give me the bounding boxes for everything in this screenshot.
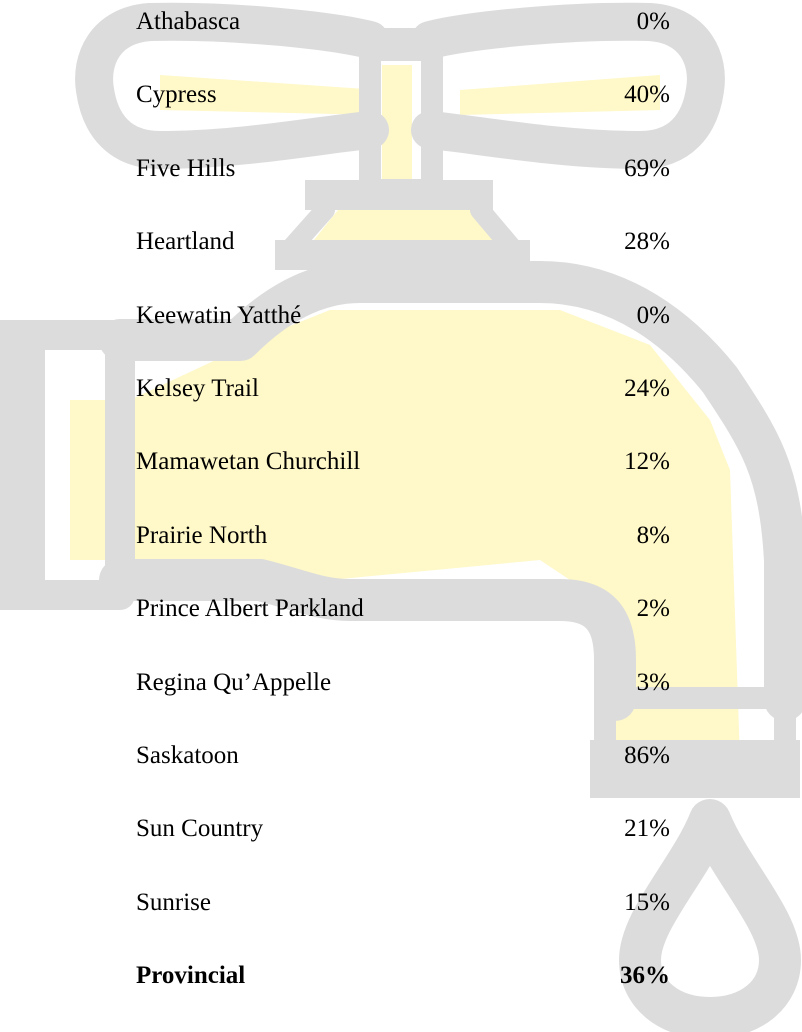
region-name: Sun Country [136, 815, 264, 843]
region-percentage: 21% [624, 815, 670, 843]
table-row: Athabasca 0% [136, 2, 670, 42]
region-percentage: 0% [636, 8, 670, 35]
region-name: Athabasca [136, 8, 241, 35]
region-name: Five Hills [136, 154, 236, 182]
region-percentage: 28% [624, 228, 670, 256]
region-name: Saskatoon [136, 742, 239, 769]
region-percentage: 2% [636, 595, 670, 623]
region-name: Prairie North [136, 521, 268, 549]
table-row: Kelsey Trail 24% [136, 369, 670, 409]
region-percentage: 40% [624, 81, 670, 109]
provincial-total-row: Provincial 36% [136, 956, 670, 996]
table-row: Heartland 28% [136, 222, 670, 262]
region-percentage: 3% [636, 668, 670, 696]
table-row: Regina Qu’Appelle 3% [136, 663, 670, 703]
table-row: Sun Country 21% [136, 809, 670, 849]
region-percentage: 15% [624, 888, 670, 916]
water-drop-icon [619, 799, 801, 1032]
region-name: Regina Qu’Appelle [136, 668, 332, 696]
table-row: Five Hills 69% [136, 149, 670, 189]
region-percentage: 24% [624, 375, 670, 402]
faucet-icon [0, 2, 802, 798]
table-row: Keewatin Yatthé 0% [136, 296, 670, 336]
region-percentage: 0% [636, 301, 670, 329]
region-name: Mamawetan Churchill [136, 448, 361, 476]
region-percentage: 69% [624, 154, 670, 182]
region-name: Provincial [136, 962, 246, 990]
table-row: Mamawetan Churchill 12% [136, 442, 670, 482]
region-percentage: 36% [620, 962, 670, 990]
region-percentage: 8% [636, 521, 670, 549]
table-row: Prince Albert Parkland 2% [136, 589, 670, 629]
region-percentage: 86% [624, 742, 670, 769]
region-name: Cypress [136, 81, 217, 109]
table-row: Sunrise 15% [136, 883, 670, 923]
region-percentage: 12% [624, 448, 670, 476]
table-row: Cypress 40% [136, 75, 670, 115]
region-name: Kelsey Trail [136, 375, 259, 402]
region-name: Prince Albert Parkland [136, 595, 364, 623]
region-name: Keewatin Yatthé [136, 301, 302, 329]
region-name: Heartland [136, 228, 235, 256]
table-row: Prairie North 8% [136, 516, 670, 556]
table-row: Saskatoon 86% [136, 736, 670, 776]
region-name: Sunrise [136, 888, 211, 916]
